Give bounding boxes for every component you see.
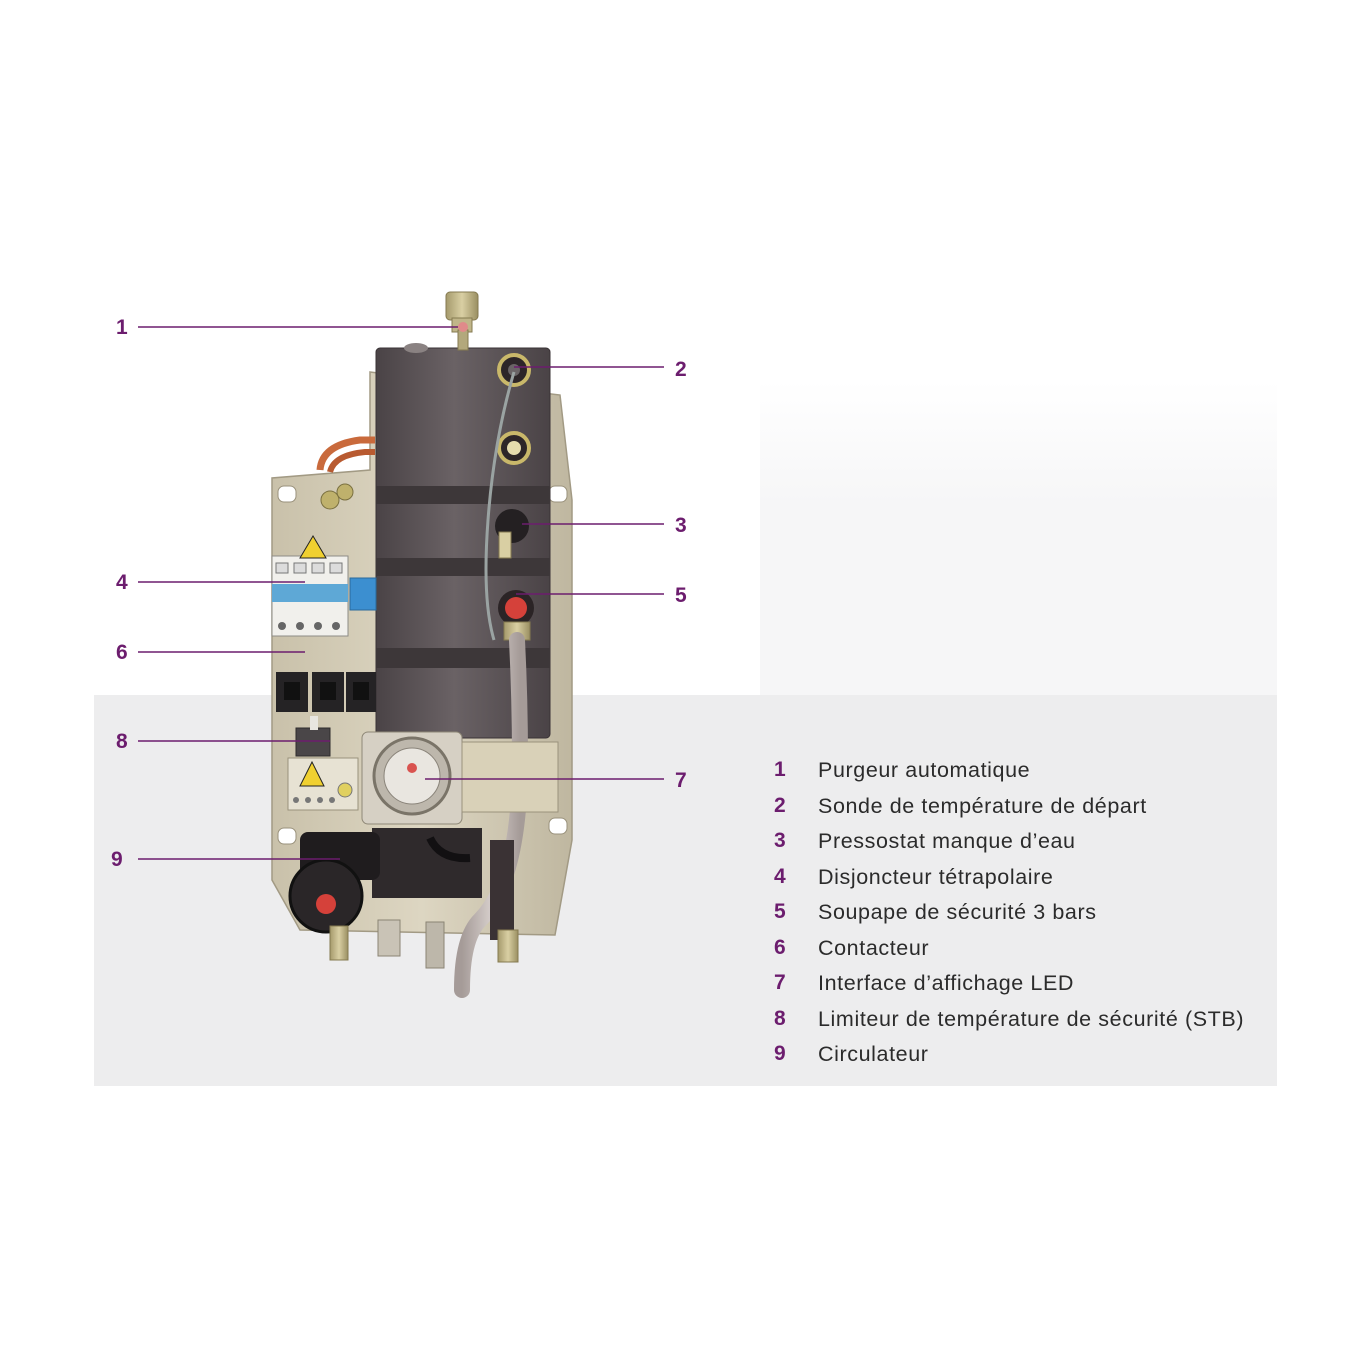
legend-label: Pressostat manque d’eau [818, 829, 1076, 853]
four-pole-circuit-breaker [271, 535, 377, 637]
automatic-air-vent [445, 291, 479, 351]
legend-number: 1 [774, 758, 786, 781]
legend-label: Circulateur [818, 1042, 929, 1066]
contactor [276, 672, 376, 712]
legend-label: Limiteur de température de sécurité (STB… [818, 1006, 1245, 1031]
callout-number-7: 7 [675, 769, 687, 792]
legend-label: Soupape de sécurité 3 bars [818, 900, 1097, 924]
led-display-interface [361, 731, 559, 825]
legend-label: Disjoncteur tétrapolaire [818, 864, 1054, 889]
hydraulic-block [372, 828, 514, 940]
legend-number: 8 [774, 1006, 786, 1030]
legend-number: 4 [774, 864, 786, 888]
callout-number-8: 8 [116, 730, 128, 753]
legend-label: Contacteur [818, 935, 930, 960]
callout-number-2: 2 [675, 358, 687, 381]
legend-number: 2 [774, 793, 786, 817]
legend-panel-fade [760, 380, 1277, 695]
callout-number-3: 3 [675, 514, 687, 537]
legend-number: 5 [774, 900, 786, 923]
heating-wires [316, 436, 375, 473]
callout-lines [138, 326, 664, 860]
legend-number: 9 [774, 1042, 786, 1065]
legend-label: Purgeur automatique [818, 758, 1031, 782]
legend-label: Interface d’affichage LED [818, 971, 1075, 995]
legend-number: 3 [774, 829, 786, 852]
callout-number-5: 5 [675, 584, 687, 607]
circulator-pump [288, 832, 380, 934]
return-fitting [497, 431, 531, 465]
callout-number-6: 6 [116, 641, 128, 664]
sensor-cable [484, 371, 516, 641]
water-pressure-switch [495, 509, 529, 559]
callout-number-9: 9 [111, 848, 123, 871]
safety-temperature-limiter [295, 716, 331, 757]
callout-number-4: 4 [116, 571, 128, 594]
flow-temperature-sensor [497, 353, 531, 387]
legend-label: Sonde de température de départ [818, 793, 1147, 818]
terminal-block [287, 757, 359, 811]
legend-number: 6 [774, 935, 786, 959]
legend-number: 7 [774, 971, 786, 994]
pipe-connections [329, 919, 519, 969]
callout-number-1: 1 [116, 316, 128, 339]
